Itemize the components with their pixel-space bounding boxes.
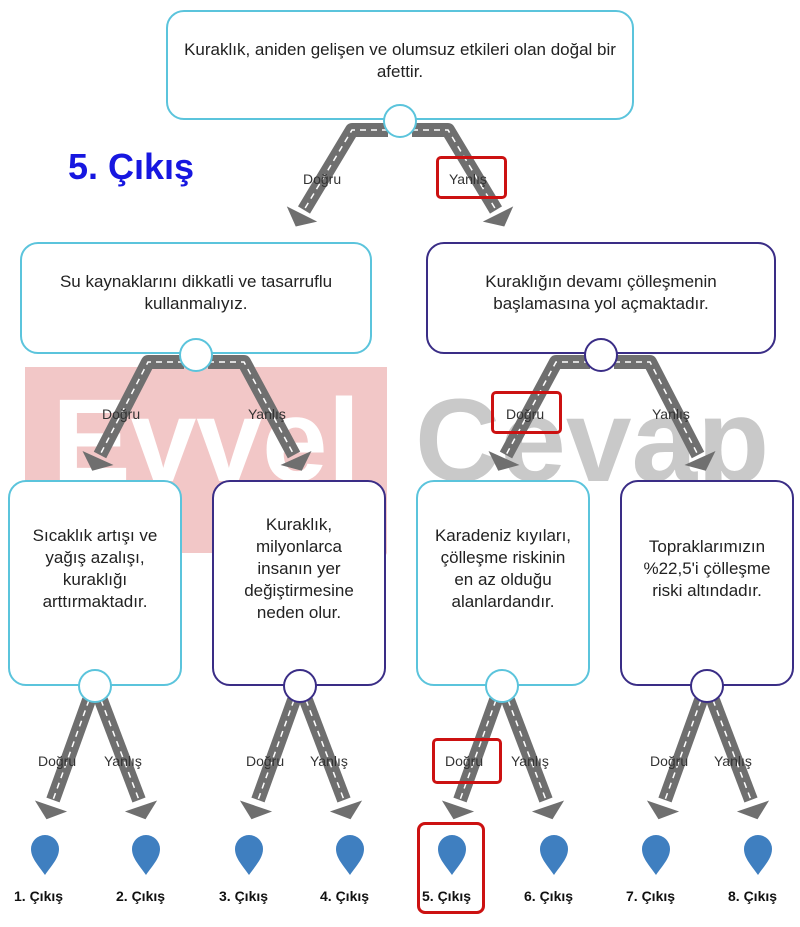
output-2: 2. Çıkış — [116, 888, 166, 904]
result-label: 5. Çıkış — [68, 146, 195, 187]
output-3: 3. Çıkış — [219, 888, 269, 904]
output-8: 8. Çıkış — [728, 888, 778, 904]
label-false-l2-right: Yanlış — [652, 406, 690, 422]
output-6: 6. Çıkış — [524, 888, 574, 904]
statement-level3-2: Kuraklık, milyonlarca insanın yer değişt… — [212, 480, 386, 686]
statement-level3-1-text: Sıcaklık artışı ve yağış azalışı, kurakl… — [32, 526, 158, 611]
label-false-l2-left: Yanlış — [248, 406, 286, 422]
arrow-l3-2-false — [299, 697, 363, 820]
output-5: 5. Çıkış — [422, 888, 472, 904]
connector-level3-2 — [283, 669, 317, 703]
connector-level3-4 — [690, 669, 724, 703]
arrow-root-true — [286, 123, 388, 227]
label-true-l3-1: Doğru — [38, 753, 77, 769]
output-7: 7. Çıkış — [626, 888, 676, 904]
output-1: 1. Çıkış — [14, 888, 64, 904]
label-true-l3-2: Doğru — [246, 753, 285, 769]
output-4: 4. Çıkış — [320, 888, 370, 904]
label-false-l3-1: Yanlış — [104, 753, 142, 769]
arrow-l3-4-false — [706, 697, 770, 820]
arrow-l2-left-true — [82, 355, 184, 471]
highlight-true-l3-3 — [432, 738, 502, 784]
arrow-l3-4-true — [646, 697, 708, 820]
statement-level2-right: Kuraklığın devamı çölleşmenin başlamasın… — [426, 242, 776, 354]
highlight-false-root — [436, 156, 507, 199]
location-pin-icon — [336, 835, 364, 875]
arrow-l3-2-true — [239, 697, 301, 820]
arrow-l3-1-true — [34, 697, 96, 820]
label-true-l2-left: Doğru — [102, 406, 141, 422]
label-true-root: Doğru — [303, 171, 342, 187]
location-pin-icon — [642, 835, 670, 875]
location-pin-icon — [31, 835, 59, 875]
arrow-l2-right-true — [488, 355, 590, 471]
arrow-l3-3-false — [501, 697, 565, 820]
arrow-l3-1-false — [94, 697, 158, 820]
highlight-true-l2-right — [491, 391, 562, 434]
location-pin-icon — [132, 835, 160, 875]
statement-level3-1: Sıcaklık artışı ve yağış azalışı, kurakl… — [8, 480, 182, 686]
location-pin-icon — [235, 835, 263, 875]
arrow-l2-left-false — [208, 355, 312, 471]
statement-level3-4: Topraklarımızın %22,5'i çölleşme riski a… — [620, 480, 794, 686]
label-true-l3-3: Doğru — [445, 753, 484, 769]
root-connector — [383, 104, 417, 138]
location-pin-icon — [540, 835, 568, 875]
statement-level3-4-text: Topraklarımızın %22,5'i çölleşme riski a… — [643, 537, 771, 600]
arrow-root-false — [412, 123, 514, 227]
label-false-l3-3: Yanlış — [511, 753, 549, 769]
statement-level2-right-text: Kuraklığın devamı çölleşmenin başlamasın… — [485, 272, 717, 313]
connector-level2-left — [179, 338, 213, 372]
statement-level2-left-text: Su kaynaklarını dikkatli ve tasarruflu k… — [59, 272, 333, 313]
label-false-root: Yanlış — [449, 171, 487, 187]
label-true-l2-right: Doğru — [506, 406, 545, 422]
root-statement-text: Kuraklık, aniden gelişen ve olumsuz etki… — [184, 40, 616, 81]
highlight-output-5 — [417, 822, 485, 914]
arrow-l2-right-false — [614, 355, 716, 471]
connector-level2-right — [584, 338, 618, 372]
connector-level3-3 — [485, 669, 519, 703]
location-pin-icon — [744, 835, 772, 875]
statement-level3-3-text: Karadeniz kıyıları, çölleşme riskinin en… — [434, 526, 572, 611]
label-false-l3-4: Yanlış — [714, 753, 752, 769]
statement-level3-3: Karadeniz kıyıları, çölleşme riskinin en… — [416, 480, 590, 686]
root-statement: Kuraklık, aniden gelişen ve olumsuz etki… — [166, 10, 634, 120]
statement-level3-2-text: Kuraklık, milyonlarca insanın yer değişt… — [244, 515, 354, 622]
label-false-l3-2: Yanlış — [310, 753, 348, 769]
label-true-l3-4: Doğru — [650, 753, 689, 769]
location-pin-icon — [438, 835, 466, 875]
connector-level3-1 — [78, 669, 112, 703]
